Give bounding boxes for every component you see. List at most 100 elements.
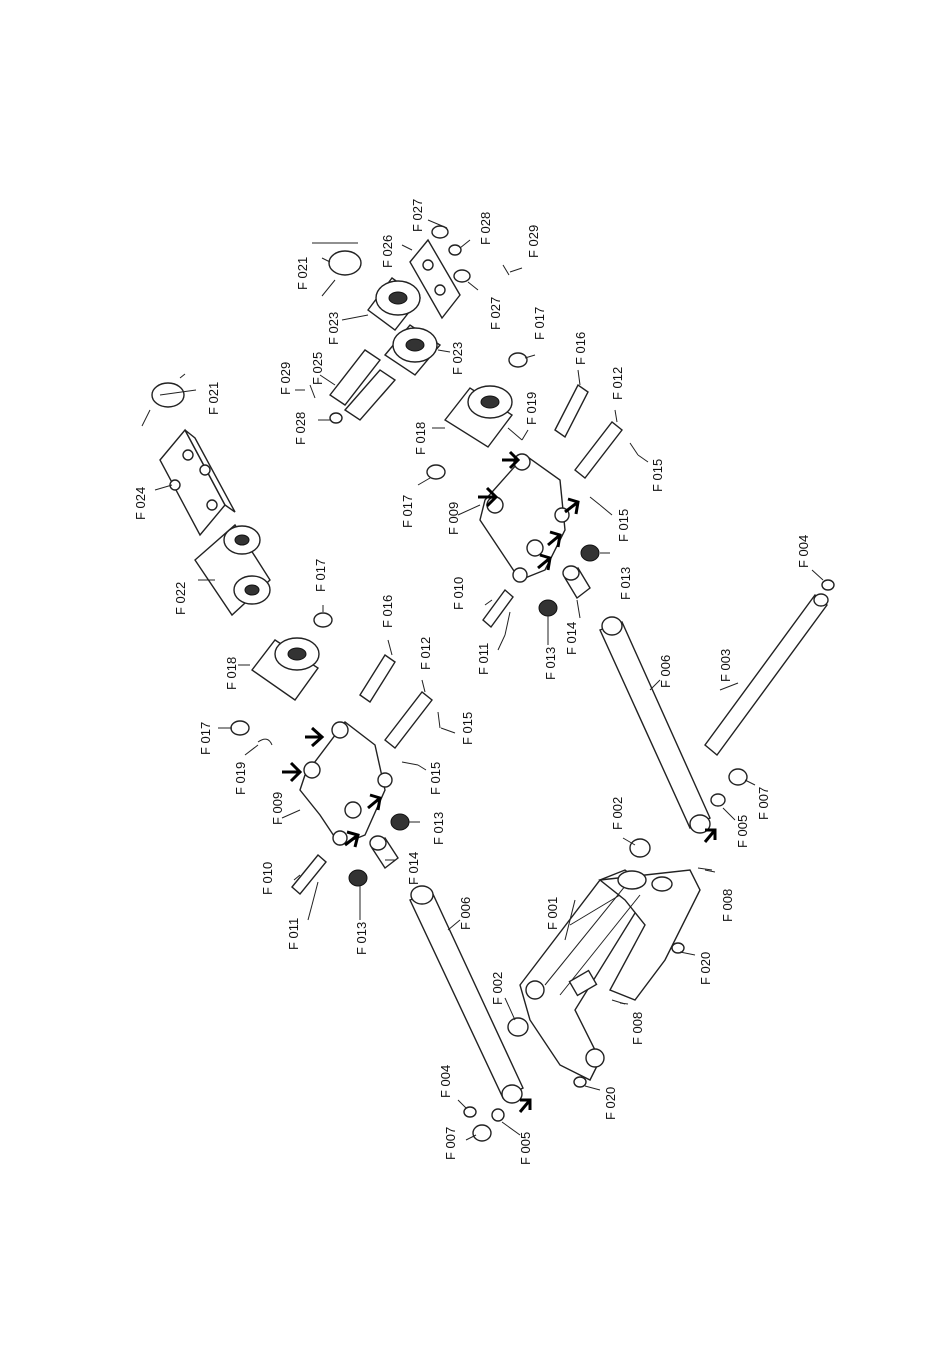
- label-f014-lower: F 014: [406, 852, 421, 885]
- label-f006-upper: F 006: [658, 655, 673, 688]
- part-f015-clip-c: [589, 496, 601, 506]
- part-f010-pin-a: [291, 853, 327, 896]
- part-f013-bearing-b: [348, 869, 368, 887]
- part-f028-bolt-b: [329, 412, 343, 424]
- part-f022-roller-block: [194, 523, 271, 617]
- label-f014-upper: F 014: [564, 622, 579, 655]
- label-f003: F 003: [718, 649, 733, 682]
- part-f027-washer-a: [431, 225, 449, 239]
- part-f015-clip-d: [629, 442, 639, 456]
- part-f019-clip-b: [507, 427, 523, 441]
- part-f003-rod: [704, 593, 829, 757]
- label-f018-upper: F 018: [413, 422, 428, 455]
- label-f012-lower: F 012: [418, 637, 433, 670]
- label-f026: F 026: [380, 235, 395, 268]
- label-f028-lower: F 028: [293, 412, 308, 445]
- part-f023-roller-b: [383, 324, 442, 376]
- label-f012-upper: F 012: [610, 367, 625, 400]
- label-f016-lower: F 016: [380, 595, 395, 628]
- label-f002-upper: F 002: [610, 797, 625, 830]
- label-f020-lower: F 020: [603, 1087, 618, 1120]
- label-f019-upper: F 019: [524, 392, 539, 425]
- part-f011-pin-a: [311, 881, 319, 906]
- label-f005-lower: F 005: [518, 1132, 533, 1165]
- label-f004-upper: F 004: [796, 535, 811, 568]
- label-f017-b: F 017: [313, 559, 328, 592]
- label-f015-d: F 015: [650, 459, 665, 492]
- part-f013-bearing-d: [538, 599, 558, 617]
- label-f015-b: F 015: [460, 712, 475, 745]
- part-f017-washer-b: [313, 612, 333, 628]
- part-f006-tube-lower: [409, 885, 524, 1104]
- part-f018-roller-a: [250, 637, 320, 701]
- label-f011-lower: F 011: [286, 918, 301, 950]
- part-f016-pin-b: [554, 383, 589, 439]
- label-f010-upper: F 010: [451, 577, 466, 610]
- label-f019-lower: F 019: [233, 762, 248, 795]
- part-f016-pin-a: [359, 654, 396, 703]
- part-f007-washer-a: [472, 1124, 492, 1142]
- part-f017-washer-a: [230, 720, 250, 736]
- label-f008-lower: F 008: [630, 1012, 645, 1045]
- part-f026-plate: [409, 238, 461, 320]
- label-f017-d: F 017: [532, 307, 547, 340]
- label-f017-a: F 017: [198, 722, 213, 755]
- label-f011-upper: F 011: [476, 643, 491, 675]
- assembly-arrows: [282, 450, 717, 1113]
- label-f015-a: F 015: [428, 762, 443, 795]
- part-f012-rod-b: [574, 421, 623, 479]
- part-f009-bracket-upper: [479, 453, 570, 583]
- label-f013-b: F 013: [431, 812, 446, 845]
- label-f024: F 024: [133, 487, 148, 520]
- part-f009-bracket-lower: [299, 721, 393, 846]
- part-f025-link: [328, 349, 397, 421]
- part-f027-washer-b: [453, 269, 471, 283]
- part-f029-pin-a: [502, 264, 510, 276]
- label-f013-d: F 013: [618, 567, 633, 600]
- part-f013-bearing-c: [580, 544, 600, 562]
- label-f015-c: F 015: [616, 509, 631, 542]
- part-f019-clip-a: [257, 738, 273, 746]
- label-f001: F 001: [545, 897, 560, 930]
- label-f007-upper: F 007: [756, 787, 771, 820]
- leader-lines: [154, 219, 824, 1141]
- label-f009-upper: F 009: [446, 502, 461, 535]
- part-labels: F 001 F 002 F 002 F 003 F 004 F 004 F 00…: [133, 199, 811, 1165]
- part-f013-bearing-a: [390, 813, 410, 831]
- part-f005-washer-b: [710, 793, 726, 807]
- label-f029-lower: F 029: [278, 362, 293, 395]
- part-f001-frame: [519, 869, 701, 1081]
- label-f029-upper: F 029: [526, 225, 541, 258]
- part-f018-roller-b: [443, 385, 514, 448]
- part-f005-washer-a: [491, 1108, 505, 1122]
- label-f022: F 022: [173, 582, 188, 615]
- label-f021-upper: F 021: [295, 257, 310, 290]
- label-f013-a: F 013: [354, 922, 369, 955]
- part-f012-rod-a: [384, 691, 433, 749]
- part-f017-washer-c: [426, 464, 446, 480]
- part-f024-plate: [159, 428, 236, 537]
- label-f008-upper: F 008: [720, 889, 735, 922]
- part-f015-clip-b: [437, 711, 441, 729]
- part-f002-bushing-a: [507, 1017, 529, 1037]
- label-f023-a: F 023: [326, 312, 341, 345]
- label-f027-a: F 027: [410, 199, 425, 232]
- part-f015-clip-a: [401, 761, 419, 766]
- part-f007-washer-b: [728, 768, 748, 786]
- part-f002-bushing-b: [629, 838, 651, 858]
- part-f014-spacer-b: [562, 565, 591, 600]
- label-f007-lower: F 007: [443, 1127, 458, 1160]
- label-f009-lower: F 009: [270, 792, 285, 825]
- label-f028-upper: F 028: [478, 212, 493, 245]
- part-f023-roller-a: [367, 277, 422, 331]
- label-f023-b: F 023: [450, 342, 465, 375]
- part-f004-ring-a: [463, 1106, 477, 1118]
- label-f025: F 025: [310, 352, 325, 385]
- part-f004-ring-b: [821, 579, 835, 591]
- part-f010-pin-b: [482, 588, 514, 629]
- part-f011-pin-b: [504, 611, 511, 636]
- part-f021-hub-b: [312, 242, 362, 297]
- label-f004-lower: F 004: [438, 1065, 453, 1098]
- part-f021-hub-a: [141, 373, 186, 427]
